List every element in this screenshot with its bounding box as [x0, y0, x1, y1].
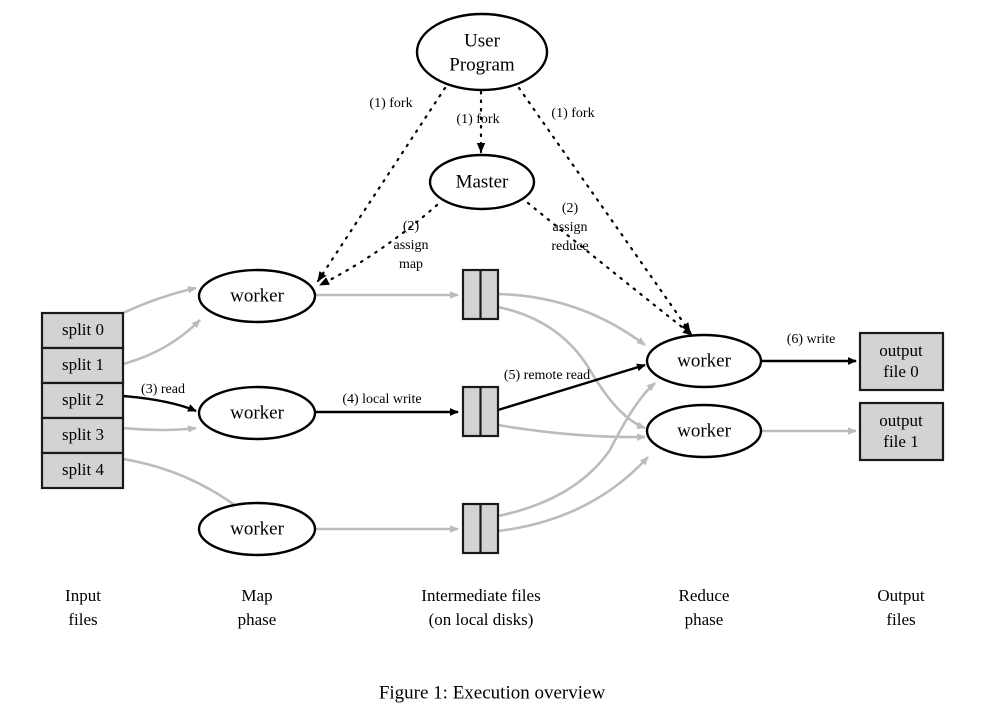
split-label-4: split 4	[62, 460, 105, 479]
local-write-label: (4) local write	[342, 392, 421, 407]
reduce-worker-ellipse-0[interactable]	[645, 333, 763, 389]
reduce-to-output-edges	[761, 357, 857, 435]
edge-labels-group: (1) fork (1) fork (1) fork (2) assign ma…	[141, 96, 835, 407]
interm1-to-reduce1-edge	[497, 423, 646, 441]
fork-label-right: (1) fork	[551, 106, 594, 121]
phase-label-input-line1: Input	[65, 586, 101, 605]
assign-edges	[318, 201, 694, 337]
intermediate-files-group	[461, 268, 500, 555]
intermediate-to-reduce-edges	[497, 292, 656, 533]
phase-label-reduce-line2: phase	[685, 610, 724, 629]
split-label-1: split 1	[62, 355, 104, 374]
map-worker-ellipse-1[interactable]	[197, 385, 317, 441]
output-file-label-1-line2: file 1	[883, 432, 918, 451]
reduce-worker-node-0[interactable]: worker	[645, 333, 763, 389]
master-label: Master	[456, 171, 509, 192]
phase-label-output-line2: files	[886, 610, 915, 629]
assign-map-label-line2: assign	[394, 238, 429, 253]
fork-label-center: (1) fork	[456, 112, 499, 127]
output-file-label-0-line2: file 0	[883, 362, 918, 381]
remote-read-label: (5) remote read	[504, 368, 590, 383]
split-label-2: split 2	[62, 390, 104, 409]
phase-label-input-line2: files	[68, 610, 97, 629]
user-program-label-line1: User	[464, 30, 501, 51]
master-node[interactable]: Master	[428, 153, 536, 211]
interm0-to-reduce0-edge	[497, 292, 646, 347]
map-worker-node-0[interactable]: worker	[197, 268, 317, 324]
phase-label-output-line1: Output	[877, 586, 925, 605]
phase-label-map-line1: Map	[241, 586, 272, 605]
assign-map-edge	[318, 203, 439, 287]
user-program-ellipse[interactable]	[415, 12, 549, 92]
split-box-3[interactable]	[40, 416, 125, 455]
phase-label-reduce-line1: Reduce	[679, 586, 730, 605]
user-program-node[interactable]: User Program	[415, 12, 549, 92]
map-worker-label-0: worker	[230, 285, 284, 306]
assign-map-label-line1: (2)	[403, 219, 420, 234]
reduce-worker-label-0: worker	[677, 350, 731, 371]
map-worker-ellipse-0[interactable]	[197, 268, 317, 324]
split-label-0: split 0	[62, 320, 104, 339]
assign-reduce-label-line2: assign	[553, 220, 588, 235]
split-box-4[interactable]	[40, 451, 125, 490]
map-worker-node-1[interactable]: worker	[197, 385, 317, 441]
fork-edge-right	[517, 86, 692, 334]
interm2-to-reduce1-edge	[497, 456, 649, 533]
map-worker-node-2[interactable]: worker	[197, 501, 317, 557]
interm1-to-reduce0-edge	[497, 363, 646, 412]
phase-labels-group: Input files Map phase Intermediate files…	[65, 586, 925, 629]
reduce-worker-node-1[interactable]: worker	[645, 403, 763, 459]
fork-label-left: (1) fork	[369, 96, 412, 111]
phase-label-intermediate-line1: Intermediate files	[421, 586, 540, 605]
read-label: (3) read	[141, 382, 185, 397]
fork-edges	[316, 86, 692, 334]
output-files-group: output file 0 output file 1	[858, 331, 945, 462]
output-file-box-1[interactable]	[858, 401, 945, 462]
output-file-label-1-line1: output	[879, 411, 923, 430]
interm2-to-reduce0-edge	[497, 382, 656, 518]
split0-to-worker0-edge	[122, 286, 197, 315]
map-worker-ellipse-2[interactable]	[197, 501, 317, 557]
reduce-worker-ellipse-1[interactable]	[645, 403, 763, 459]
figure-caption: Figure 1: Execution overview	[379, 682, 606, 703]
phase-label-map-line2: phase	[238, 610, 277, 629]
input-files-group: split 0 split 1 split 2 split 3 split 4	[40, 311, 125, 490]
map-worker-label-2: worker	[230, 518, 284, 539]
write-label: (6) write	[787, 332, 836, 347]
split-label-3: split 3	[62, 425, 104, 444]
split1-to-worker0-edge	[122, 319, 201, 366]
map-worker-label-1: worker	[230, 402, 284, 423]
user-program-label-line2: Program	[449, 54, 515, 75]
input-to-map-edges	[122, 286, 245, 514]
split4-to-worker2-edge	[122, 457, 245, 514]
map-to-intermediate-edges	[316, 291, 459, 533]
split3-to-worker1-edge	[122, 425, 197, 433]
assign-map-label-line3: map	[399, 257, 423, 272]
master-ellipse[interactable]	[428, 153, 536, 211]
assign-reduce-label-line1: (2)	[562, 201, 579, 216]
reduce-worker-label-1: worker	[677, 420, 731, 441]
output-file-label-0-line1: output	[879, 341, 923, 360]
output-file-box-0[interactable]	[858, 331, 945, 392]
split2-to-worker1-edge	[122, 394, 197, 413]
assign-reduce-label-line3: reduce	[551, 239, 588, 254]
assign-reduce-edge	[526, 201, 694, 337]
phase-label-intermediate-line2: (on local disks)	[429, 610, 534, 629]
